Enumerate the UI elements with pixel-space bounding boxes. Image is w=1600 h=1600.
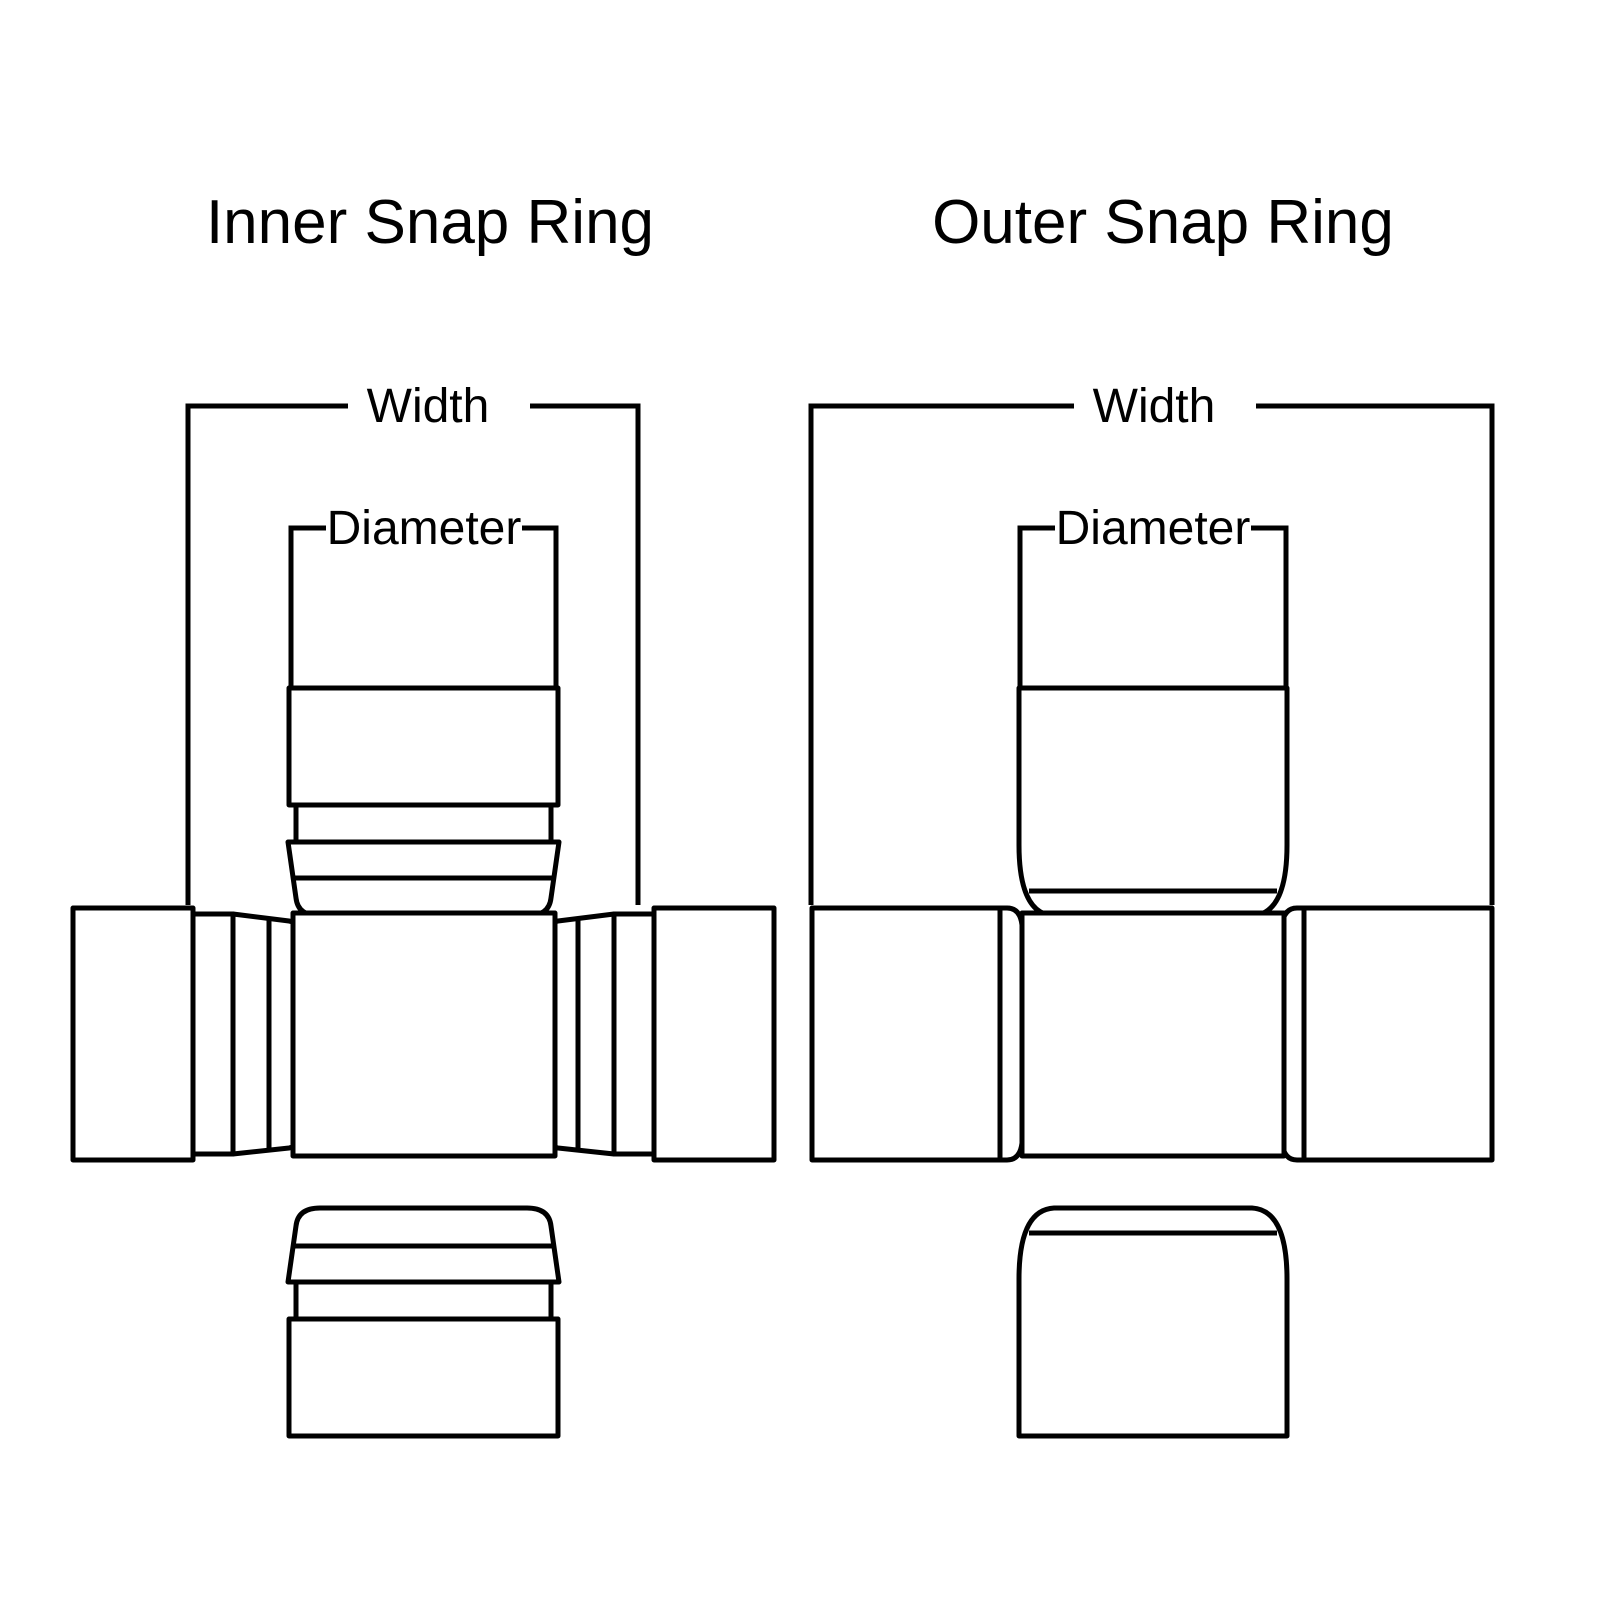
diameter-label-outer: Diameter — [1056, 502, 1251, 555]
panel-outer-snap-ring: Outer Snap Ring Width Diameter — [808, 188, 1495, 1439]
left-cap-body-outer — [809, 905, 1025, 1163]
diameter-dimension-outer: Diameter — [1017, 502, 1289, 690]
left-bearing-cap-outer — [809, 905, 1025, 1163]
top-snap-ring-groove-inner — [293, 802, 554, 845]
diameter-bracket-left-outer — [1017, 525, 1055, 690]
bottom-bearing-cap-inner — [285, 1205, 562, 1439]
diameter-dimension-inner: Diameter — [288, 502, 559, 690]
diameter-bracket-right-outer — [1251, 525, 1289, 690]
diameter-bracket-right-inner — [522, 525, 559, 690]
right-cap-body-inner — [651, 905, 777, 1163]
top-cap-body-outer — [1016, 685, 1290, 919]
center-cross-body-outer — [1019, 910, 1287, 1159]
width-bracket-right-outer — [1256, 403, 1495, 905]
panel-title-inner: Inner Snap Ring — [206, 188, 654, 257]
bottom-cap-body-inner — [286, 1316, 561, 1439]
diameter-bracket-left-inner — [288, 525, 326, 690]
right-bearing-cap-outer — [1279, 905, 1495, 1163]
bottom-snap-ring-groove-inner — [293, 1279, 554, 1322]
width-label-inner: Width — [367, 380, 490, 433]
width-bracket-right-inner — [530, 403, 641, 905]
width-dimension-outer: Width — [808, 380, 1495, 905]
top-bearing-cap-outer — [1016, 685, 1290, 919]
width-bracket-left-inner — [185, 403, 348, 905]
width-dimension-inner: Width — [185, 380, 641, 905]
center-cross-body-inner — [290, 910, 558, 1159]
bottom-cap-body-outer — [1016, 1205, 1290, 1439]
width-bracket-left-outer — [808, 403, 1074, 905]
top-cap-body-inner — [286, 685, 561, 808]
left-cap-body-inner — [70, 905, 196, 1163]
right-snap-ring-groove-inner — [611, 911, 657, 1157]
panel-inner-snap-ring: Inner Snap Ring Width Diameter — [70, 188, 777, 1439]
left-bearing-cap-inner — [70, 905, 309, 1163]
top-bearing-cap-inner — [285, 685, 562, 919]
left-snap-ring-groove-inner — [190, 911, 236, 1157]
width-label-outer: Width — [1093, 380, 1216, 433]
diameter-label-inner: Diameter — [327, 502, 522, 555]
right-cap-body-outer — [1279, 905, 1495, 1163]
panel-title-outer: Outer Snap Ring — [932, 188, 1394, 257]
bottom-bearing-cap-outer — [1016, 1205, 1290, 1439]
right-bearing-cap-inner — [538, 905, 777, 1163]
